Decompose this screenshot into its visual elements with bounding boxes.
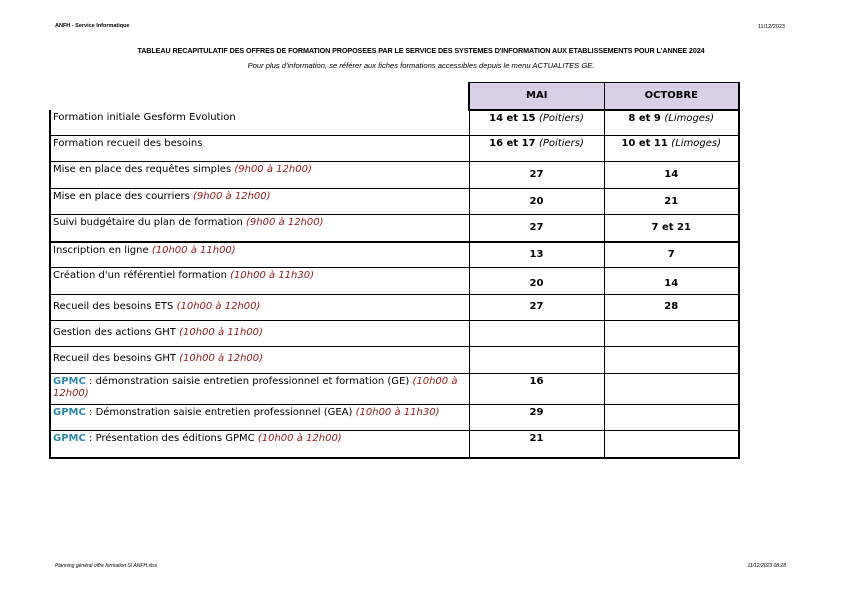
table-row: Mise en place des courriers (9h00 à 12h0… [49, 188, 740, 215]
training-name: Recueil des besoins ETS [53, 301, 174, 312]
cell-mai: 20 [468, 267, 605, 295]
table-row: Recueil des besoins GHT (10h00 à 12h00) [49, 346, 740, 374]
cell-mai: 14 et 15 (Poitiers) [468, 109, 605, 136]
training-name: Gestion des actions GHT [53, 327, 176, 338]
cell-octobre [603, 373, 740, 405]
cell-octobre: 14 [603, 267, 740, 295]
cell-mai: 21 [468, 430, 605, 459]
table-row: Gestion des actions GHT (10h00 à 11h00) [49, 320, 740, 347]
training-time: (10h00 à 11h00) [151, 244, 236, 256]
table-row: GPMC : Démonstration saisie entretien pr… [49, 404, 740, 431]
gpmc-tag: GPMC [53, 407, 86, 418]
training-time: (10h00 à 11h00) [179, 327, 263, 338]
training-time: (10h00 à 12h00) [176, 301, 261, 312]
training-name: : démonstration saisie entretien profess… [89, 376, 410, 387]
cell-octobre [603, 346, 740, 374]
cell-mai: 16 [468, 373, 605, 405]
cell-octobre: 14 [603, 161, 740, 189]
gpmc-tag: GPMC [53, 433, 86, 444]
cell-octobre [603, 430, 740, 459]
cell-mai: 16 et 17 (Poitiers) [468, 135, 605, 162]
header-left: ANFH - Service Informatique [55, 23, 130, 29]
row-label: Formation initiale Gesform Evolution [49, 109, 470, 136]
cell-octobre: 21 [603, 188, 740, 215]
cell-mai: 29 [468, 404, 605, 431]
table-corner [50, 83, 469, 110]
training-name: Création d'un référentiel formation [53, 270, 227, 281]
training-time: (9h00 à 12h00) [234, 164, 312, 175]
table-row: Mise en place des requêtes simples (9h00… [49, 161, 740, 189]
date-mai: 16 et 17 [489, 138, 536, 149]
training-time: (10h00 à 12h00) [179, 353, 264, 364]
training-time: (9h00 à 12h00) [193, 191, 271, 202]
cell-octobre: 7 et 21 [603, 214, 740, 243]
cell-octobre [603, 320, 740, 347]
row-label: GPMC : Démonstration saisie entretien pr… [49, 404, 470, 431]
date-mai: 14 et 15 [489, 112, 536, 124]
cell-octobre: 10 et 11 (Limoges) [603, 135, 740, 162]
table-row: Formation initiale Gesform Evolution 14 … [49, 109, 740, 136]
training-time: (10h00 à 11h30) [230, 270, 315, 281]
city-octobre: (Limoges) [671, 138, 722, 149]
cell-octobre [603, 404, 740, 431]
row-label: Formation recueil des besoins [49, 135, 470, 162]
gpmc-tag: GPMC [53, 376, 86, 387]
row-label: Gestion des actions GHT (10h00 à 11h00) [49, 320, 470, 347]
row-label: Mise en place des courriers (9h00 à 12h0… [49, 188, 470, 215]
table-row: GPMC : Présentation des éditions GPMC (1… [49, 430, 740, 459]
training-name: Suivi budgétaire du plan de formation [53, 217, 243, 228]
table-row: Formation recueil des besoins 16 et 17 (… [49, 135, 740, 162]
training-name: Formation recueil des besoins [53, 138, 203, 149]
training-name: Inscription en ligne [53, 244, 149, 256]
page-subtitle: Pour plus d'information, se référer aux … [247, 61, 595, 70]
row-label: Création d'un référentiel formation (10h… [49, 267, 470, 295]
date-octobre: 8 et 9 [628, 112, 661, 124]
training-name: : Démonstration saisie entretien profess… [89, 407, 353, 418]
city-mai: (Poitiers) [538, 112, 584, 124]
page-title: TABLEAU RECAPITULATIF DES OFFRES DE FORM… [137, 46, 705, 55]
row-label: GPMC : Présentation des éditions GPMC (1… [49, 430, 470, 459]
footer-filename: Planning général offre formation SI ANFH… [55, 563, 158, 569]
row-label: GPMC : démonstration saisie entretien pr… [49, 373, 470, 405]
city-mai: (Poitiers) [538, 138, 584, 149]
training-table: MAI OCTOBRE Formation initiale Gesform E… [49, 82, 740, 459]
column-header-mai: MAI [468, 82, 605, 111]
cell-mai: 27 [468, 161, 605, 189]
cell-octobre: 8 et 9 (Limoges) [603, 109, 740, 136]
date-octobre: 10 et 11 [621, 138, 668, 149]
cell-octobre: 28 [603, 294, 740, 321]
training-name: Mise en place des requêtes simples [53, 164, 232, 175]
cell-mai [468, 346, 605, 374]
column-header-octobre: OCTOBRE [603, 82, 740, 111]
row-label: Inscription en ligne (10h00 à 11h00) [49, 241, 470, 268]
cell-mai: 27 [468, 294, 605, 321]
cell-mai: 13 [468, 241, 605, 268]
table-row: Inscription en ligne (10h00 à 11h00) 13 … [49, 241, 740, 268]
city-octobre: (Limoges) [664, 112, 715, 124]
table-header-row: MAI OCTOBRE [50, 82, 740, 111]
row-label: Mise en place des requêtes simples (9h00… [49, 161, 470, 189]
cell-mai: 20 [468, 188, 605, 215]
table-row: Recueil des besoins ETS (10h00 à 12h00) … [49, 294, 740, 321]
cell-mai: 27 [468, 214, 605, 243]
training-time: (10h00 à 12h00) [53, 376, 458, 399]
training-name: Recueil des besoins GHT [53, 353, 176, 364]
training-name: Mise en place des courriers [53, 191, 190, 202]
training-name: : Présentation des éditions GPMC [89, 433, 255, 444]
footer-timestamp: 11/12/2023 08:28 [747, 563, 786, 569]
training-time: (10h00 à 11h30) [355, 407, 440, 418]
cell-octobre: 7 [603, 241, 740, 268]
table-row: Suivi budgétaire du plan de formation (9… [49, 214, 740, 243]
training-time: (10h00 à 12h00) [257, 433, 342, 444]
table-row: GPMC : démonstration saisie entretien pr… [49, 373, 740, 405]
row-label: Suivi budgétaire du plan de formation (9… [49, 214, 470, 243]
row-label: Recueil des besoins ETS (10h00 à 12h00) [49, 294, 470, 321]
header-date: 11/12/2023 [757, 24, 785, 30]
training-name: Formation initiale Gesform Evolution [53, 111, 236, 123]
table-row: Création d'un référentiel formation (10h… [49, 267, 740, 295]
cell-mai [468, 320, 605, 347]
row-label: Recueil des besoins GHT (10h00 à 12h00) [49, 346, 470, 374]
training-time: (9h00 à 12h00) [246, 217, 324, 228]
